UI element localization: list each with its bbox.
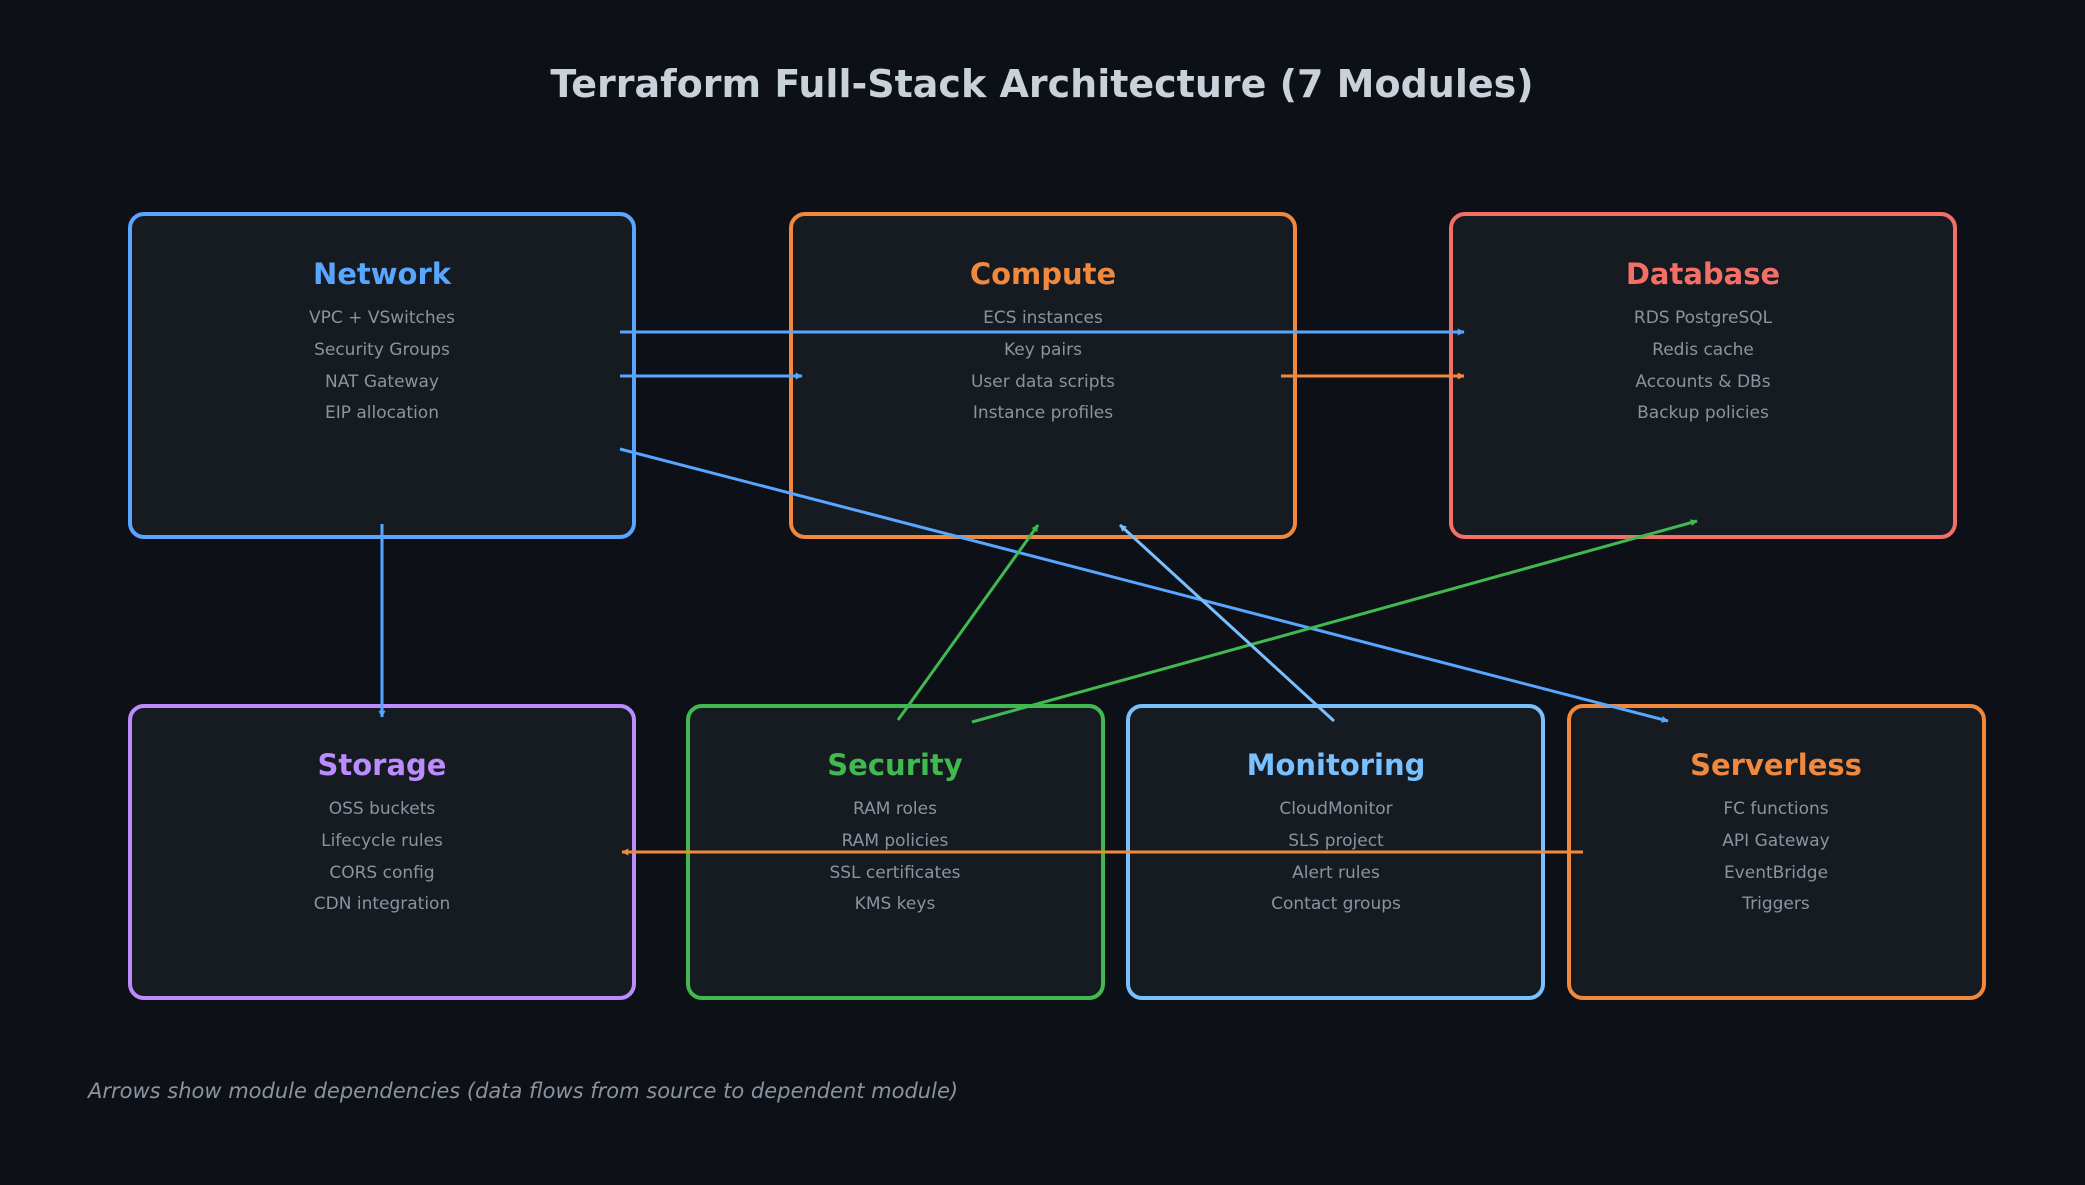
module-monitoring-item: Alert rules <box>1292 863 1380 883</box>
module-database-name: Database <box>1626 257 1780 291</box>
dependency-arrows <box>378 328 1698 856</box>
arrow-monitoring-to-compute <box>1118 523 1336 723</box>
module-network-item: NAT Gateway <box>325 372 439 392</box>
module-network-item: EIP allocation <box>325 403 439 423</box>
module-security-item: KMS keys <box>855 894 936 914</box>
module-security-item: RAM roles <box>853 799 937 819</box>
module-compute-item: Key pairs <box>1004 340 1082 360</box>
module-network-name: Network <box>313 257 452 291</box>
module-security-name: Security <box>827 748 962 782</box>
module-monitoring-item: CloudMonitor <box>1279 799 1392 819</box>
module-security-item: SSL certificates <box>829 863 960 883</box>
diagram-footnote: Arrows show module dependencies (data fl… <box>86 1079 958 1103</box>
module-serverless-item: EventBridge <box>1724 863 1828 883</box>
module-serverless-item: FC functions <box>1723 799 1828 819</box>
arrow-network-to-serverless <box>619 447 1669 723</box>
module-network-item: VPC + VSwitches <box>309 308 455 328</box>
module-compute-item: ECS instances <box>983 308 1103 328</box>
arrow-security-to-compute <box>896 524 1040 721</box>
module-compute-name: Compute <box>970 257 1116 291</box>
module-serverless-item: Triggers <box>1741 894 1810 914</box>
module-monitoring-item: SLS project <box>1288 831 1384 851</box>
module-compute-item: User data scripts <box>971 372 1115 392</box>
module-storage-item: CDN integration <box>314 894 450 914</box>
module-storage-item: OSS buckets <box>329 799 436 819</box>
module-database-item: Redis cache <box>1652 340 1754 360</box>
module-storage-item: CORS config <box>329 863 434 883</box>
module-network-item: Security Groups <box>314 340 450 360</box>
module-database-item: RDS PostgreSQL <box>1634 308 1773 328</box>
module-compute[interactable]: Compute ECS instances Key pairs User dat… <box>789 212 1297 539</box>
arrow-security-to-database <box>971 519 1698 724</box>
module-database[interactable]: Database RDS PostgreSQL Redis cache Acco… <box>1449 212 1957 539</box>
module-monitoring-name: Monitoring <box>1247 748 1426 782</box>
module-monitoring-item: Contact groups <box>1271 894 1401 914</box>
module-serverless-item: API Gateway <box>1722 831 1829 851</box>
module-storage-item: Lifecycle rules <box>321 831 443 851</box>
module-storage-name: Storage <box>318 748 447 782</box>
module-network[interactable]: Network VPC + VSwitches Security Groups … <box>128 212 636 539</box>
module-compute-item: Instance profiles <box>973 403 1113 423</box>
module-serverless[interactable]: Serverless FC functions API Gateway Even… <box>1567 704 1986 1000</box>
module-serverless-name: Serverless <box>1690 748 1862 782</box>
diagram-title: Terraform Full-Stack Architecture (7 Mod… <box>550 62 1533 106</box>
module-storage[interactable]: Storage OSS buckets Lifecycle rules CORS… <box>128 704 636 1000</box>
module-database-item: Accounts & DBs <box>1635 372 1770 392</box>
module-security-item: RAM policies <box>842 831 949 851</box>
module-database-item: Backup policies <box>1637 403 1769 423</box>
